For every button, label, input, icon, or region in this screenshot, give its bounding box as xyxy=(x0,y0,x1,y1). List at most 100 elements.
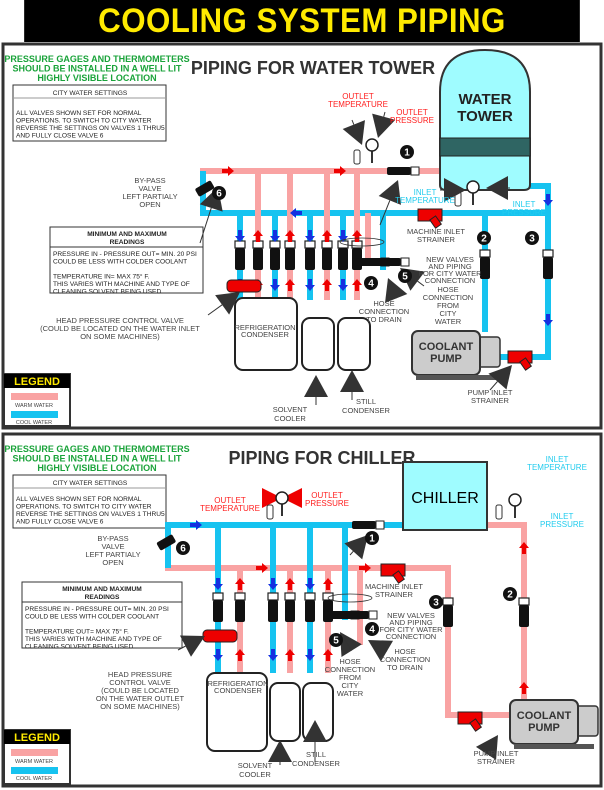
outlet-thermometer xyxy=(266,504,274,520)
refrigeration-condenser-label-line: REFRIGERATION xyxy=(207,679,268,688)
hose-city-label-line: HOSE xyxy=(339,657,360,666)
shutoff-valve xyxy=(284,592,296,622)
hose-city-label-line: WATER xyxy=(337,689,364,698)
outlet-pressure-gauge xyxy=(365,138,379,163)
pump-label-line: PUMP xyxy=(528,722,560,734)
flow-arrow xyxy=(270,230,280,242)
pointer xyxy=(385,278,408,303)
still-condenser xyxy=(337,317,371,371)
still-condenser-label-line: CONDENSER xyxy=(292,759,341,768)
pump-strainer-label-line: PUMP INLET xyxy=(468,388,513,397)
coolant-pump xyxy=(509,699,599,749)
page-title: COOLING SYSTEM PIPING xyxy=(24,0,580,42)
hose-city-label-line: FROM xyxy=(339,673,361,682)
inlet-pressure-label-line: INLET xyxy=(513,200,536,209)
legend-cool-swatch xyxy=(11,767,58,774)
flow-arrow xyxy=(235,578,245,590)
pointer-leader xyxy=(351,119,355,125)
pointer-leader xyxy=(177,645,186,651)
head-pressure-label-line: ON SOME MACHINES) xyxy=(100,702,180,711)
valve-handle xyxy=(542,249,554,258)
valve-body xyxy=(285,248,295,270)
flow-arrow xyxy=(285,279,295,291)
hose-city-label-line: WATER xyxy=(435,317,462,326)
strainer-leg xyxy=(392,570,406,584)
valve-number-4: 4 xyxy=(368,279,374,290)
pump-strainer-label-line: PUMP INLET xyxy=(474,749,519,758)
valve-number-2-circle xyxy=(503,587,517,601)
pointer-leader xyxy=(379,200,391,226)
outlet-pressure-label-line: OUTLET xyxy=(311,491,343,500)
valve-handle xyxy=(518,597,530,606)
valve-number-6: 6 xyxy=(180,544,186,555)
bypass-label-line: OPEN xyxy=(102,558,123,567)
still-condenser-label-line: STILL xyxy=(306,750,326,759)
valve-body xyxy=(305,600,315,622)
readings-text-line: CLEANING SOLVENT BEING USED xyxy=(53,289,161,296)
valve-body xyxy=(235,248,245,270)
valve-body xyxy=(235,600,245,622)
pointer-leader xyxy=(349,551,354,556)
strainer-leg xyxy=(519,357,533,371)
new-valves-label-line: FOR CITY WATER xyxy=(379,625,443,634)
gauge-dial xyxy=(365,138,379,152)
flow-arrow xyxy=(253,230,263,242)
city-box-text-line: REVERSE THE SETTINGS ON VALVES 1 THRU5 xyxy=(16,125,165,132)
flow-arrow xyxy=(268,578,278,590)
readings-text-line: PRESSURE IN - PRESSURE OUT= MIN. 20 PSI xyxy=(53,251,197,258)
flow-arrow xyxy=(235,230,245,242)
valve-handle xyxy=(322,592,334,601)
legend-cool-swatch xyxy=(11,411,58,418)
flow-arrow xyxy=(334,166,346,176)
panel-heading: PIPING FOR CHILLER xyxy=(228,448,415,468)
valve-2 xyxy=(518,597,530,627)
panel-frame xyxy=(1,42,603,430)
valve-6 xyxy=(195,180,215,197)
new-valves-label-line: FOR CITY WATER xyxy=(418,269,482,278)
valve-number-2: 2 xyxy=(481,234,487,245)
solvent-cooler xyxy=(269,682,301,742)
bypass-label-line: LEFT PARTIALY xyxy=(85,550,140,559)
valve-handle xyxy=(269,240,281,249)
pointer xyxy=(268,740,292,762)
city-water-settings-box xyxy=(12,474,167,529)
readings-title-line: READINGS xyxy=(85,594,120,601)
refrigeration-condenser-label-line: CONDENSER xyxy=(214,686,263,695)
inlet-pressure-gauge xyxy=(466,180,480,205)
machine-strainer-label-line: STRAINER xyxy=(417,235,456,244)
bypass-label-line: LEFT PARTIALY xyxy=(122,192,177,201)
coolant-pump xyxy=(411,330,501,380)
valve-body xyxy=(213,600,223,622)
valve-handle xyxy=(234,592,246,601)
valve-1 xyxy=(352,520,385,530)
valve-handle xyxy=(400,257,410,267)
valve-body xyxy=(345,611,369,619)
refrigeration-condenser xyxy=(206,672,268,752)
pump-strainer-label-line: STRAINER xyxy=(471,396,510,405)
pointer xyxy=(340,632,362,658)
valve-number-6-circle xyxy=(212,186,226,200)
flow-arrow xyxy=(519,542,529,554)
city-box-text-line: ALL VALVES SHOWN SET FOR NORMAL xyxy=(16,110,142,117)
outlet-pressure-gauge xyxy=(275,491,289,516)
valve-body xyxy=(322,248,332,270)
readings-text: PRESSURE IN - PRESSURE OUT= MIN. 20 PSIC… xyxy=(25,606,169,651)
city-box-text: ALL VALVES SHOWN SET FOR NORMALOPERATION… xyxy=(16,496,165,526)
flow-arrow xyxy=(256,563,268,573)
outlet-pressure-label-line: PRESSURE xyxy=(390,116,434,125)
outlet-pressure-label-line: OUTLET xyxy=(396,108,428,117)
shutoff-valve xyxy=(284,240,296,270)
pointer xyxy=(486,176,508,200)
pointer xyxy=(368,640,394,662)
outlet-temperature-label-line: OUTLET xyxy=(342,92,374,101)
